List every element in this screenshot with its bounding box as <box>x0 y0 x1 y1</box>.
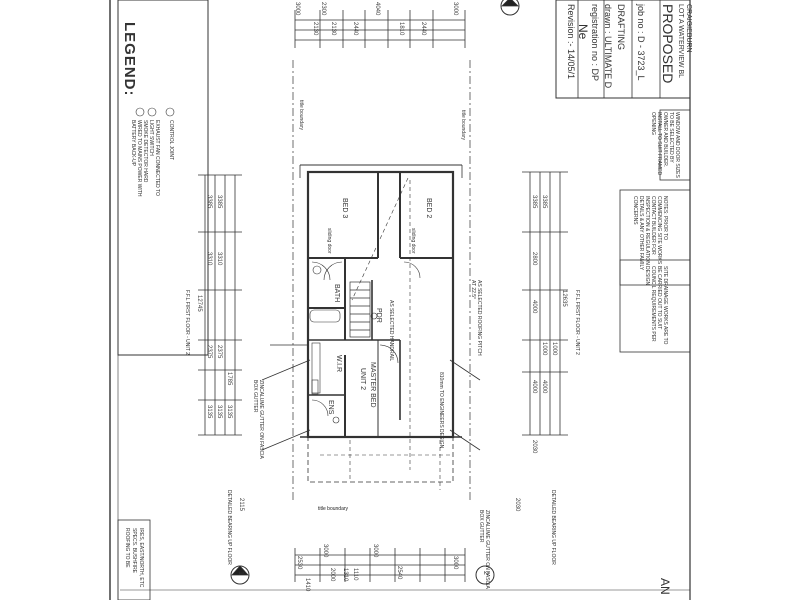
job-number: job no : D - 3723_L <box>636 4 646 81</box>
title-fragment: Ne <box>576 24 590 40</box>
dim-bottom-9: 3000 <box>452 556 458 570</box>
dim-right-10: 2030 <box>531 440 537 454</box>
dim-right-3: 2800 <box>531 252 537 266</box>
bathtub <box>309 309 341 323</box>
drawn-text: drawn : ULTIMATE D <box>603 4 613 89</box>
sliding-door-2: sliding door <box>410 228 416 254</box>
dim-bottom-6: 2000 <box>329 568 335 582</box>
unit-label: UNIT 2 <box>359 368 366 391</box>
legend-item-control-joint: CONTROL JOINT <box>168 120 174 161</box>
dim-bottom-2: 3000 <box>322 544 328 558</box>
north-arrow-circle <box>500 0 520 16</box>
dim-bottom-3: 3000 <box>372 544 378 558</box>
legend-item-smoke: SMOKE DETECTOR HARD WIRED TO MAINS POWER… <box>130 120 148 197</box>
dim-bottom-5: 1410 <box>304 578 310 592</box>
dim-top-8: 2440 <box>420 22 426 36</box>
note-box-1 <box>659 109 691 181</box>
stair-note: AS SELECTED HANDRAIL <box>388 300 394 362</box>
gutter-note-right: ZINCALUME GUTTER ON FASCIA BOX GUTTER <box>478 510 490 589</box>
ceiling-note: 810mm TO ENGINEERS DESIGN <box>438 372 444 449</box>
dim-left-overall: 12745 <box>196 295 202 312</box>
dim-left-8: 1785 <box>226 372 232 386</box>
note-box-3 <box>619 259 691 353</box>
dim-left-6: 2375 <box>206 345 212 359</box>
left-box-line-3: IRES, EAST/NORTH, ETC <box>138 528 144 588</box>
left-bottom-box <box>117 519 151 600</box>
dim-right-8: 4000 <box>531 380 537 394</box>
roof-note: AS SELECTED ROOFING PITCH AT 22.5° <box>470 280 482 356</box>
dim-top-1: 3000 <box>294 2 300 16</box>
room-ens: ENS <box>327 400 334 415</box>
dim-right-overall: 12635 <box>561 290 567 307</box>
sliding-door-1: sliding door <box>326 228 332 254</box>
dim-left-3: 3310 <box>206 252 212 266</box>
dim-left-2: 3385 <box>216 195 222 209</box>
section-marker-2 <box>475 565 495 585</box>
room-bed2: BED 2 <box>425 198 432 219</box>
room-master-bed: MASTER BED <box>369 362 376 408</box>
page-fragment: AN <box>658 578 672 595</box>
room-bath: BATH <box>333 284 340 303</box>
boundary-label-top: title boundary <box>298 100 304 131</box>
dim-left-9: 3135 <box>206 405 212 419</box>
floor-level-left: F.F.L FIRST FLOOR - UNIT 2 <box>184 290 190 355</box>
dim-right-2: 3385 <box>541 195 547 209</box>
dim-top-9: 3000 <box>452 2 458 16</box>
section-marker-2-label: 2 <box>482 571 489 575</box>
title-block <box>555 0 691 99</box>
registration-text: registration no : DP <box>590 4 600 82</box>
gutter-note-left: ZINCALUME GUTTER ON FASCIA BOX GUTTER <box>252 380 264 459</box>
dim-top-7: 1810 <box>398 22 404 36</box>
section-marker-1-label: 1 <box>237 571 244 575</box>
ground-label-left: DETAILED BEARING UP FLOOR <box>226 490 232 565</box>
dim-side-right: 2030 <box>514 498 520 512</box>
room-bed3: BED 3 <box>341 198 348 219</box>
dim-left-11: 3135 <box>226 405 232 419</box>
dim-bottom-1: 2530 <box>296 556 302 570</box>
note-window-door: WINDOW AND DOOR SIZES TO BE SELECTED BY … <box>650 112 680 178</box>
drafting-text: DRAFTING <box>616 4 626 50</box>
dim-right-5: 1000 <box>541 342 547 356</box>
dim-top-5: 2440 <box>352 22 358 36</box>
revision-text: Revision :- 14/05/1 <box>566 4 576 80</box>
dim-bottom-4: 2540 <box>396 566 402 580</box>
ground-label-right: DETAILED BEARING UP FLOOR <box>550 490 556 565</box>
suburb-text: CRAIGIEBURN <box>685 4 692 53</box>
boundary-label-right: title boundary <box>460 110 466 141</box>
dim-bottom-8: 1110 <box>352 568 358 581</box>
floor-level-right: F.F.L FIRST FLOOR - UNIT 2 <box>574 290 580 355</box>
legend-title: LEGEND: <box>121 22 138 97</box>
dim-side-left: 2115 <box>238 498 244 511</box>
dim-left-4: 3310 <box>216 252 222 266</box>
dim-bottom-7: 1310 <box>342 568 348 582</box>
note-box-2 <box>619 189 691 286</box>
dim-left-10: 3135 <box>216 405 222 419</box>
room-wir: W.I.R <box>335 355 342 373</box>
boundary-label-bottom: title boundary <box>318 506 349 512</box>
lot-text: LOT A WATERVIEW BL <box>677 4 684 79</box>
legend-box <box>117 0 209 356</box>
left-box-line-1: ROOFING TO BE <box>124 528 130 568</box>
dim-right-6: 1000 <box>551 342 557 356</box>
dim-right-9: 4000 <box>541 380 547 394</box>
room-pdr: PDR <box>375 308 382 323</box>
dim-right-1: 3385 <box>531 195 537 209</box>
dim-top-2: 2300 <box>320 2 326 16</box>
dim-top-6: 4040 <box>374 2 380 16</box>
dim-top-3: 2130 <box>330 22 336 36</box>
dim-right-4: 4000 <box>531 300 537 314</box>
note-drainage: SITE DRAINAGE WORKS ARE TO BE CARRIED OU… <box>644 266 668 345</box>
legend-item-exhaust: EXHAUST FAN CONNECTED TO LIGHT SWITCH <box>148 120 160 196</box>
dim-left-7: 2375 <box>216 345 222 359</box>
dim-left-1: 3385 <box>206 195 212 209</box>
left-box-line-2: SPECS. BUSHFIRE <box>131 528 137 574</box>
note-inspection: NOTES: PRIOR TO COMMENCING SITE WORKS CO… <box>632 196 668 271</box>
dim-top-4: 2130 <box>312 22 318 36</box>
project-title: PROPOSED <box>660 4 676 84</box>
